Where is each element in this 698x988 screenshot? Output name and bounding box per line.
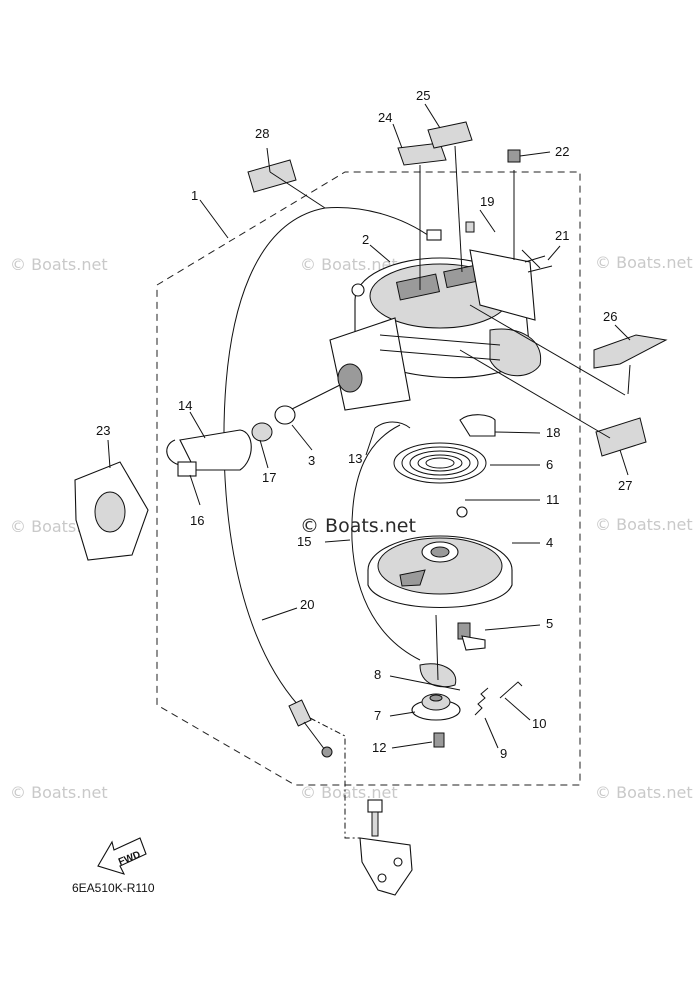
- callout-12: 12: [372, 740, 386, 755]
- watermark: © Boats.net: [595, 783, 693, 802]
- grommet-part: [74, 461, 149, 561]
- callout-11: 11: [546, 492, 560, 507]
- drive-pulley-part: [411, 693, 461, 721]
- callout-13: 13: [348, 451, 362, 466]
- callout-19: 19: [480, 194, 494, 209]
- callout-21: 21: [555, 228, 569, 243]
- callout-18: 18: [546, 425, 560, 440]
- decal-28-part: [247, 159, 297, 193]
- callout-4: 4: [546, 535, 553, 550]
- callout-16: 16: [190, 513, 204, 528]
- pawl-part: [457, 622, 486, 651]
- callout-27: 27: [618, 478, 632, 493]
- watermark: © Boats.net: [300, 255, 398, 274]
- starter-housing-part: [329, 249, 542, 411]
- cable-end-part: [288, 699, 312, 727]
- callout-9: 9: [500, 746, 507, 761]
- callout-7: 7: [374, 708, 381, 723]
- spring-pin-part: [499, 681, 523, 699]
- pin-part: [465, 221, 475, 233]
- assembly-boundary: [156, 171, 581, 786]
- sheave-drum-part: [367, 535, 513, 609]
- callout-15: 15: [297, 534, 311, 549]
- watermark: © Boats.net: [595, 515, 693, 534]
- fwd-arrow-icon: FWD: [97, 837, 147, 875]
- leader-line: [199, 199, 229, 239]
- callout-8: 8: [374, 667, 381, 682]
- callout-22: 22: [555, 144, 569, 159]
- callout-14: 14: [178, 398, 192, 413]
- rope-guide-part: [374, 421, 411, 429]
- cable-nipple-part: [321, 746, 333, 758]
- callout-5: 5: [546, 616, 553, 631]
- callout-17: 17: [262, 470, 276, 485]
- bolt-22-part: [507, 149, 521, 163]
- cable-bracket-part: [359, 799, 413, 896]
- callout-26: 26: [603, 309, 617, 324]
- callout-24: 24: [378, 110, 392, 125]
- starter-cable-end: [324, 207, 433, 239]
- watermark: © Boats.net: [595, 253, 693, 272]
- return-spring-part: [474, 687, 489, 716]
- starter-handle-part: [166, 363, 363, 477]
- circlip-part: [456, 506, 468, 518]
- leader-line: [309, 717, 360, 839]
- callout-1: 1: [191, 188, 198, 203]
- callout-20: 20: [300, 597, 314, 612]
- watermark-main: © Boats.net: [300, 515, 416, 537]
- callout-2: 2: [362, 232, 369, 247]
- watermark: © Boats.net: [300, 783, 398, 802]
- rope-guide-bracket-part: [459, 414, 496, 437]
- recoil-spring-part: [393, 442, 487, 484]
- callout-3: 3: [308, 453, 315, 468]
- callouts: 1 2 3 4 5 6 7 8 9 10 11 12 13 14 15 16 1…: [96, 88, 632, 761]
- callout-6: 6: [546, 457, 553, 472]
- starter-rope-part: [351, 424, 421, 661]
- callout-10: 10: [532, 716, 546, 731]
- watermarks: © Boats.net © Boats.net © Boats.net © Bo…: [10, 253, 693, 802]
- watermark: © Boats.net: [10, 255, 108, 274]
- watermark: © Boats.net: [10, 783, 108, 802]
- decal-27-part: [595, 417, 647, 457]
- diagram-code: 6EA510K-R110: [72, 881, 155, 895]
- cable-wire: [303, 721, 326, 751]
- callout-23: 23: [96, 423, 110, 438]
- callout-28: 28: [255, 126, 269, 141]
- decal-25-part: [427, 121, 473, 149]
- callout-25: 25: [416, 88, 430, 103]
- spring-part: [521, 249, 553, 273]
- decal-26-part: [593, 334, 668, 369]
- bolt-part: [433, 732, 445, 748]
- cable-clip-part: [426, 229, 442, 241]
- leader-lines: [107, 103, 631, 749]
